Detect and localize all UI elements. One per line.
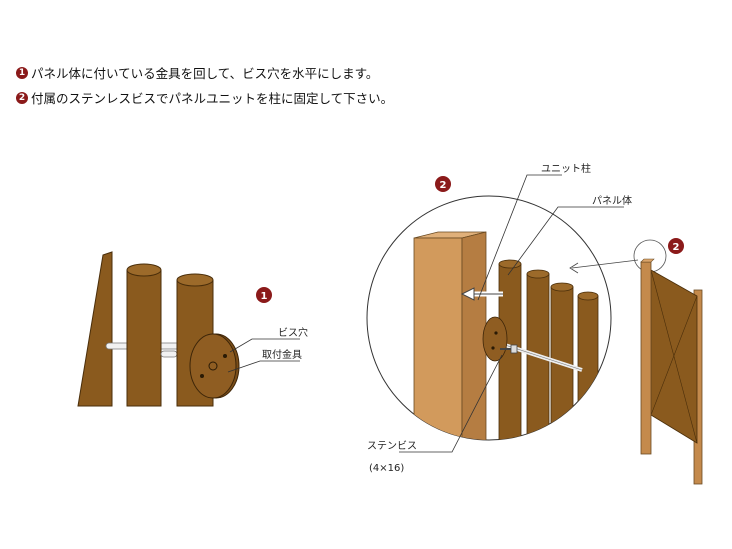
- step-number-badge: 1: [16, 66, 28, 79]
- panel-unit-overview: 2: [633, 238, 703, 485]
- panel-pole: [498, 259, 522, 440]
- panel-body-label: パネル体: [592, 195, 632, 207]
- step1-badge: 1: [256, 287, 272, 303]
- panel-pole: [577, 291, 599, 440]
- direction-arrow: [460, 287, 503, 301]
- mounting-bracket: [482, 316, 508, 362]
- detail-pointer-arrow: [569, 259, 639, 274]
- stainless-screw: [500, 344, 518, 354]
- panel-pole: [550, 282, 574, 440]
- step2-frame-badge: 2: [668, 238, 684, 254]
- screw-size-label: (4×16): [369, 463, 404, 474]
- instruction-step-2: 2 付属のステンレスビスでパネルユニットを柱に固定して下さい。: [16, 88, 393, 107]
- svg-text:2: 2: [673, 242, 680, 253]
- stainless-screw-label: ステンビス: [367, 440, 417, 452]
- screw-hole: [208, 361, 218, 371]
- bracket-label: 取付金具: [262, 348, 302, 361]
- instruction-text: パネル体に付いている金具を回して、ビス穴を水平にします。: [31, 66, 379, 81]
- panel-pole: [126, 263, 162, 407]
- unit-post-label: ユニット柱: [541, 162, 591, 175]
- mounting-bracket: [189, 333, 240, 399]
- step-number-badge: 2: [16, 91, 28, 104]
- cut-pole: [77, 251, 113, 407]
- instruction-step-1: 1 パネル体に付いている金具を回して、ビス穴を水平にします。: [16, 63, 378, 82]
- unit-post: [413, 231, 487, 440]
- step2-badge: 2: [435, 176, 451, 192]
- svg-text:2: 2: [440, 180, 447, 191]
- step1-illustration: ビス穴 取付金具 1: [77, 251, 308, 407]
- instruction-text: 付属のステンレスビスでパネルユニットを柱に固定して下さい。: [31, 91, 394, 106]
- svg-text:1: 1: [261, 291, 268, 302]
- screw-hole-label: ビス穴: [278, 326, 308, 339]
- unit-post: [640, 261, 652, 455]
- step2-detail-circle: ユニット柱 パネル体 ステンビス (4×16) 2: [366, 162, 632, 474]
